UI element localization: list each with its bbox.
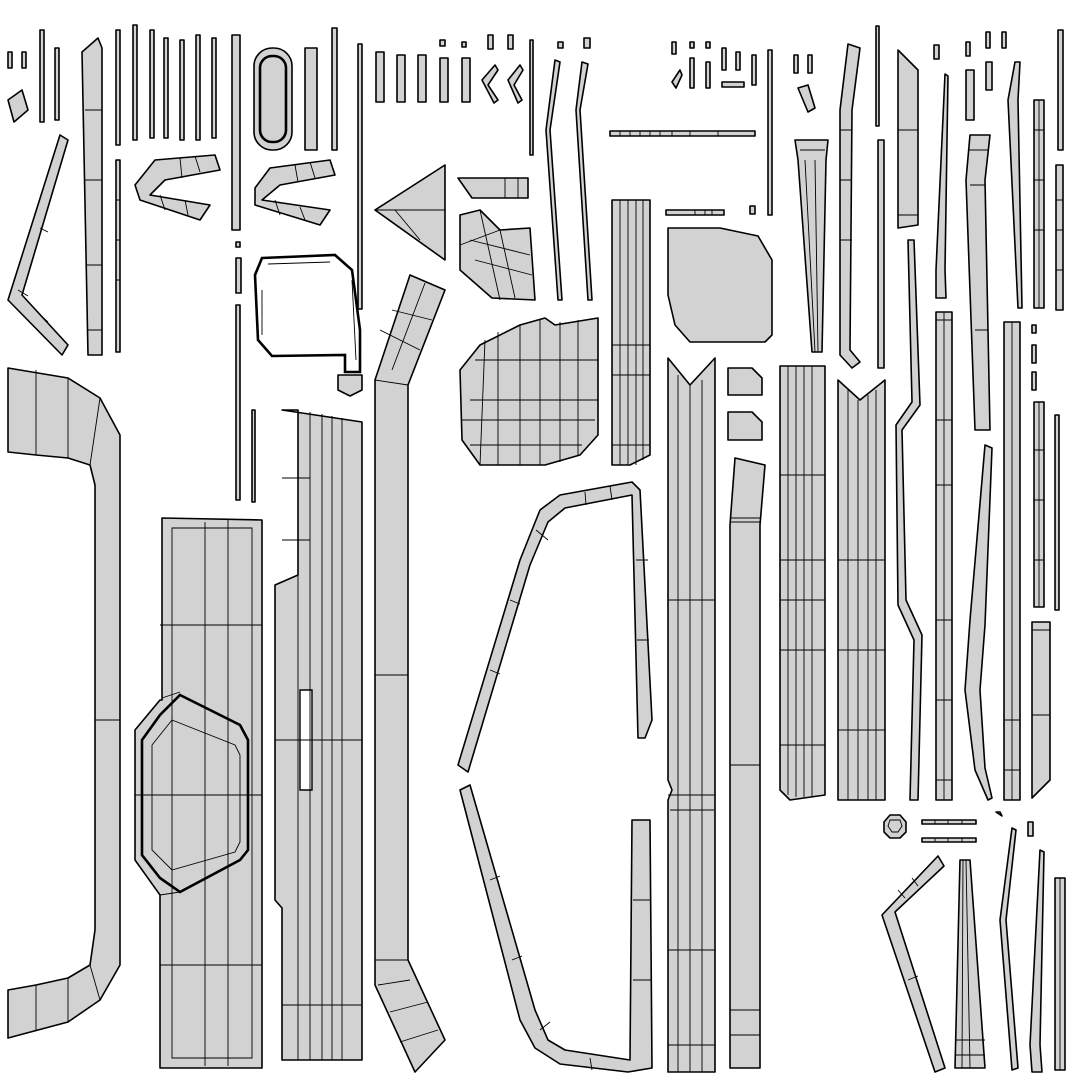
door-frame-outline-island [253, 253, 363, 397]
long-center-strip-island [374, 274, 446, 1073]
top-small-bits-island [7, 27, 591, 310]
far-right-rails-island [1033, 29, 1066, 1071]
center-hex-panel-island [134, 517, 263, 1069]
small-top-block-island [457, 177, 529, 199]
capsule-window-island [253, 47, 293, 151]
right-strips-island [935, 73, 1051, 801]
top-right-small-bits-island [671, 31, 1037, 391]
seat-mesh-island [459, 317, 599, 466]
arch-frame-island [457, 481, 653, 1073]
fan-patch-island [459, 209, 536, 301]
tall-strip-panel-island [274, 409, 363, 1061]
left-bracket-island [7, 367, 121, 1039]
round-tabs-island [727, 367, 763, 441]
triangle-patch-island [374, 164, 446, 261]
horizontal-bar-island [609, 130, 756, 216]
left-angled-strip-island [7, 134, 69, 356]
mirror-panel-island [667, 227, 773, 343]
s-curve-patches-island [134, 154, 336, 226]
thin-curved-wires-island [545, 59, 593, 301]
tall-beam-spiked-island [667, 357, 716, 1073]
zigzag-rail-island [895, 239, 923, 801]
tall-panel-center-right-island [729, 457, 766, 1069]
thin-vertical-strips-left-island [81, 24, 256, 503]
grille-strips-right-island [779, 365, 886, 801]
curved-spar-island [839, 25, 885, 369]
tapered-beam-island [794, 139, 829, 353]
bottom-right-pieces-island [881, 811, 1045, 1073]
right-tall-panel-island [897, 49, 919, 229]
tall-grille-island [611, 199, 651, 466]
